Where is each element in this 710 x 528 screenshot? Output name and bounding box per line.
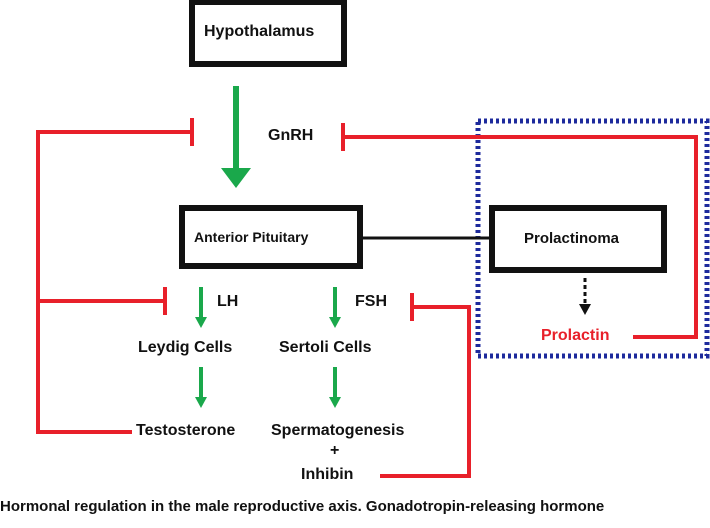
testosterone-feedback-line (36, 118, 194, 434)
leydig-cells-label: Leydig Cells (138, 339, 233, 356)
inhibin-label: Inhibin (301, 466, 354, 483)
gnrh-label: GnRH (268, 127, 314, 144)
plus-label: + (330, 442, 340, 459)
prolactin-feedback-line (341, 123, 698, 339)
prolactinoma-box (489, 205, 667, 273)
spermatogenesis-label: Spermatogenesis (271, 422, 405, 439)
leydig-testosterone-arrow (195, 367, 207, 408)
hypothalamus-label: Hypothalamus (204, 23, 315, 40)
anterior-pituitary-box (179, 205, 363, 269)
testosterone-label: Testosterone (136, 422, 236, 439)
prolactinoma-label: Prolactinoma (524, 230, 620, 247)
hypothalamus-box (189, 0, 347, 67)
gnrh-stimulation-arrow (221, 86, 251, 188)
fsh-arrow (329, 287, 341, 328)
figure-caption: Hormonal regulation in the male reproduc… (0, 498, 605, 515)
lh-arrow (195, 287, 207, 328)
prolactin-secretion-arrow (579, 278, 591, 315)
fsh-label: FSH (355, 293, 387, 310)
sertoli-spermatogenesis-arrow (329, 367, 341, 408)
lh-label: LH (217, 293, 239, 310)
inhibin-feedback-line (380, 293, 471, 478)
anterior-pituitary-label: Anterior Pituitary (194, 229, 309, 245)
prolactin-label: Prolactin (541, 327, 610, 344)
sertoli-cells-label: Sertoli Cells (279, 339, 372, 356)
